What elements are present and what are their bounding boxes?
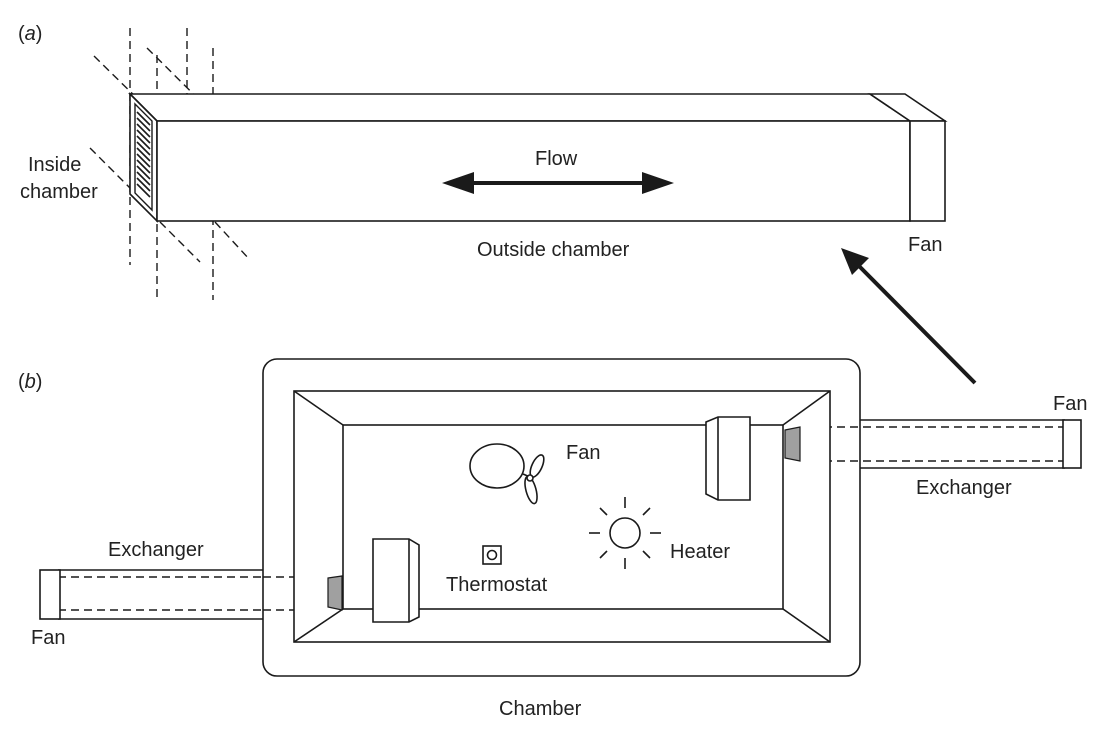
exchanger-right-label: Exchanger [916,477,1012,499]
flow-arrow [442,172,674,194]
fan-icon [469,443,545,505]
exchanger-right-unit [705,416,751,501]
outside-chamber-label: Outside chamber [477,239,630,261]
duct-box [128,92,948,223]
panel-a: (a) [18,23,948,302]
fan-right-label: Fan [1053,393,1087,415]
exchanger-left-unit [372,538,420,623]
thermostat-icon [482,545,502,565]
panel-b-label: (b) [18,371,42,393]
exchanger-left-inner [327,538,420,623]
fan-label-a: Fan [908,234,942,256]
duct-front-face [156,120,911,222]
fan-left-label: Fan [31,627,65,649]
exchanger-left-label: Exchanger [108,539,204,561]
fan-inner-label: Fan [566,442,600,464]
exchanger-left-fan [39,569,61,620]
exchanger-left-port [327,575,343,611]
inside-chamber-label-line1: Inside [28,154,81,176]
duct-top-face [128,93,913,122]
chamber [262,358,861,677]
panel-b: (b) [18,358,1087,720]
inside-chamber-label-line2: chamber [20,181,98,203]
thermostat-label: Thermostat [446,574,548,596]
exchanger-right-fan [1062,419,1082,469]
chamber-label: Chamber [499,698,582,720]
grille [134,102,153,212]
exchanger-right-port [784,426,801,462]
exchanger-right-inner [705,416,801,501]
heater-icon [589,497,661,569]
panel-a-label: (a) [18,23,42,45]
heater-label: Heater [670,541,730,563]
duct-fan-front [909,120,946,222]
pointer-arrow [841,248,977,385]
flow-label: Flow [535,148,578,170]
